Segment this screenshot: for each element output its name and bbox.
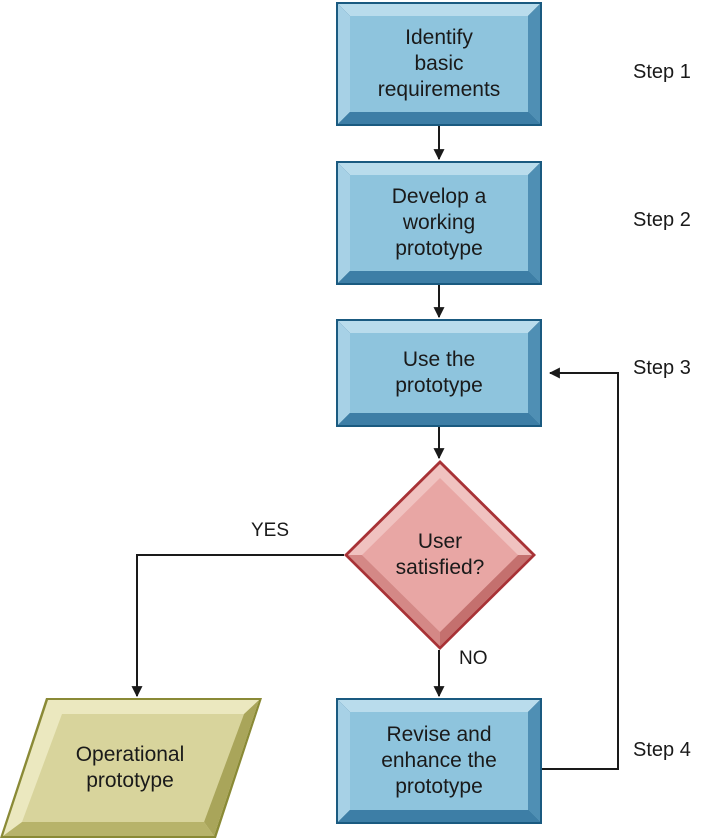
arrow-revise-use-loop (542, 367, 619, 770)
node-revise-label: Revise and enhance the prototype (381, 723, 497, 798)
node-operational-shape (0, 698, 262, 838)
connectors (131, 126, 619, 770)
branch-yes-label: YES (251, 520, 290, 541)
step-4-label: Step 4 (633, 739, 691, 761)
node-decision-label: User satisfied? (395, 530, 485, 579)
node-develop-shape (336, 161, 542, 285)
node-use-shape (336, 319, 542, 427)
step-1-label: Step 1 (633, 61, 691, 83)
node-identify-shape (336, 2, 542, 126)
node-use-label: Use the prototype (395, 348, 483, 397)
arrow-decision-operational (131, 554, 344, 698)
node-identify-label: Identify basic requirements (377, 26, 501, 101)
node-revise-shape (336, 698, 542, 824)
node-decision-shape (344, 460, 536, 650)
node-operational-label: Operational prototype (75, 743, 185, 792)
node-develop-label: Develop a working prototype (391, 185, 487, 260)
step-3-label: Step 3 (633, 357, 691, 379)
branch-no-label: NO (459, 648, 488, 669)
step-2-label: Step 2 (633, 209, 691, 231)
